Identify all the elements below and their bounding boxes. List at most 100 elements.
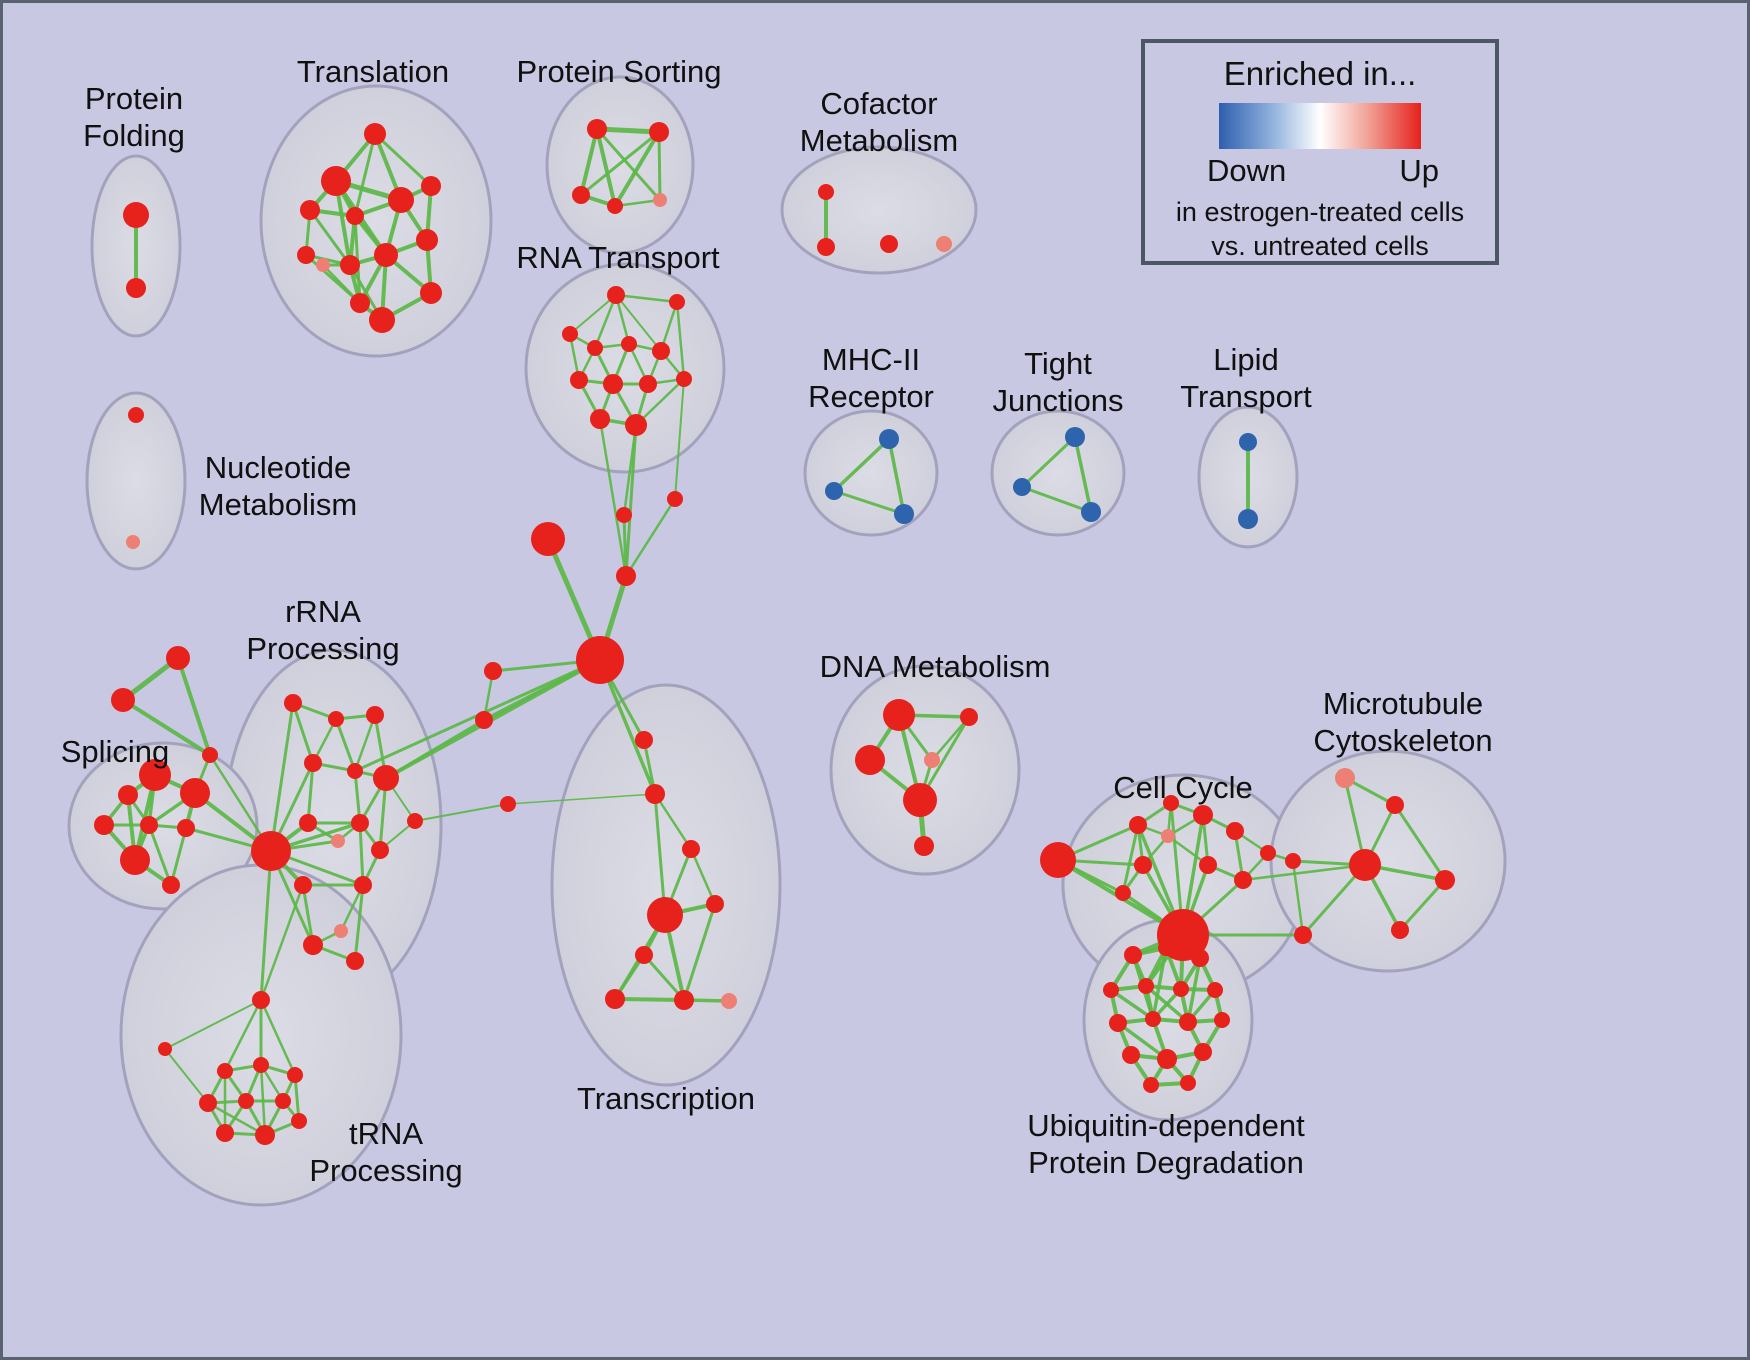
network-node-rt0	[607, 286, 625, 304]
network-edge-ps1-ps2	[579, 130, 661, 197]
network-node-rr3	[304, 754, 322, 772]
network-node-ts7	[674, 990, 694, 1010]
network-node-tl12	[369, 307, 395, 333]
network-node-cc9	[1115, 885, 1131, 901]
network-edge-tj0-tj1	[1020, 435, 1077, 489]
network-edge-mt4-mt6	[1398, 878, 1447, 932]
cluster-ellipse-microtubule-cytoskeleton	[1269, 749, 1507, 973]
network-node-ub7	[1109, 1014, 1127, 1032]
cluster-label-translation: Translation	[297, 54, 449, 89]
network-node-cn7	[500, 796, 516, 812]
cluster-label-ubiquitin-degradation: Protein Degradation	[1028, 1145, 1304, 1180]
network-edge-ps1-ps3	[613, 130, 661, 208]
network-edge-mt1-mt4	[1393, 803, 1447, 882]
network-node-cn10	[202, 747, 218, 763]
network-node-cn8	[166, 646, 190, 670]
network-node-mt1	[1386, 796, 1404, 814]
network-node-ub0	[1124, 946, 1142, 964]
network-node-pf1	[126, 278, 146, 298]
network-node-ub9	[1179, 1013, 1197, 1031]
network-edge-cn9-cn10	[121, 698, 212, 757]
network-node-lp0	[1239, 433, 1257, 451]
network-edge-ub1-ub8	[1151, 946, 1168, 1021]
network-edge-tj1-tj2	[1020, 485, 1093, 514]
network-node-tn8	[216, 1124, 234, 1142]
network-edge-rr9-rr12	[358, 821, 365, 887]
network-node-tn3	[253, 1057, 269, 1073]
network-edge-sp5-sp7	[169, 826, 188, 887]
network-node-cn4	[576, 636, 624, 684]
network-node-rr0	[284, 694, 302, 712]
network-node-ub11	[1122, 1046, 1140, 1064]
network-node-dm1	[960, 708, 978, 726]
network-node-rr4	[347, 763, 363, 779]
cluster-label-lipid-transport: Lipid	[1213, 342, 1279, 377]
network-node-cc1	[1129, 816, 1147, 834]
network-edge-ts1-ts2	[653, 792, 693, 851]
cluster-ellipse-rna-transport	[524, 262, 726, 474]
network-node-sp0	[139, 759, 171, 791]
network-node-ub14	[1143, 1077, 1159, 1093]
cluster-ellipse-transcription	[550, 683, 782, 1087]
network-node-tn5	[199, 1094, 217, 1112]
network-edge-cn2-cn3	[624, 497, 677, 578]
network-node-rr7	[299, 814, 317, 832]
network-edge-ps0-ps1	[594, 126, 662, 135]
network-node-tn1	[158, 1042, 172, 1056]
network-node-rt6	[570, 371, 588, 389]
legend-subtitle-line1: in estrogen-treated cells	[1175, 197, 1465, 227]
network-node-rr15	[346, 952, 364, 970]
network-node-tj2	[1081, 502, 1101, 522]
network-edge-rt0-rt5	[615, 294, 662, 352]
network-node-rr9	[351, 814, 369, 832]
network-node-nm0	[128, 407, 144, 423]
network-node-mh1	[825, 482, 843, 500]
network-node-pf0	[123, 202, 149, 228]
network-node-sp2	[118, 785, 138, 805]
network-node-cn3	[616, 566, 636, 586]
network-node-cn5	[484, 662, 502, 680]
network-node-rt7	[603, 374, 623, 394]
network-node-ps2	[572, 186, 590, 204]
cluster-ellipse-mhc-ii-receptor	[803, 409, 939, 537]
network-edge-rt9-rt11	[634, 377, 686, 427]
cluster-label-lipid-transport: Transport	[1180, 379, 1312, 414]
network-edge-ps1-ps4	[657, 130, 662, 202]
network-edge-ts4-ts7	[682, 902, 717, 1002]
network-node-rr1	[328, 711, 344, 727]
network-edge-cc8-mt3	[1241, 863, 1367, 882]
network-node-rr2	[366, 706, 384, 724]
legend-down-label: Down	[1207, 153, 1287, 188]
network-node-rr6	[251, 831, 291, 871]
network-node-tl6	[297, 246, 315, 264]
network-node-tl3	[346, 207, 364, 225]
cluster-label-ubiquitin-degradation: Ubiquitin-dependent	[1027, 1108, 1305, 1143]
network-node-cf3	[936, 236, 952, 252]
network-node-tn0	[252, 991, 270, 1009]
network-node-mt2	[1285, 853, 1301, 869]
legend-subtitle-line2: vs. untreated cells	[1211, 231, 1429, 261]
network-node-ub4	[1138, 978, 1154, 994]
network-node-rt4	[621, 336, 637, 352]
network-node-cn6	[475, 711, 493, 729]
network-edge-ps0-ps2	[579, 127, 599, 197]
legend-up-label: Up	[1399, 153, 1439, 188]
network-node-dm2	[855, 745, 885, 775]
network-node-tl5	[421, 176, 441, 196]
network-node-sp3	[94, 815, 114, 835]
network-node-rt1	[669, 294, 685, 310]
network-node-cc0	[1040, 842, 1076, 878]
network-edge-cn4-ts1	[598, 658, 657, 796]
network-edge-mh0-mh2	[887, 437, 906, 516]
network-node-tn7	[275, 1093, 291, 1109]
cluster-label-protein-sorting: Protein Sorting	[516, 54, 721, 89]
network-node-tn10	[291, 1113, 307, 1129]
network-edge-mh1-mh2	[832, 489, 906, 516]
network-edge-mh0-mh1	[832, 437, 891, 493]
network-node-tj1	[1013, 478, 1031, 496]
network-edge-rt0-rt1	[614, 293, 679, 304]
cluster-label-tight-junctions: Junctions	[993, 383, 1124, 418]
cluster-ellipse-nucleotide-metabolism	[85, 391, 187, 571]
network-edge-ps0-ps4	[595, 127, 662, 202]
network-edge-ps0-ps3	[595, 127, 617, 208]
